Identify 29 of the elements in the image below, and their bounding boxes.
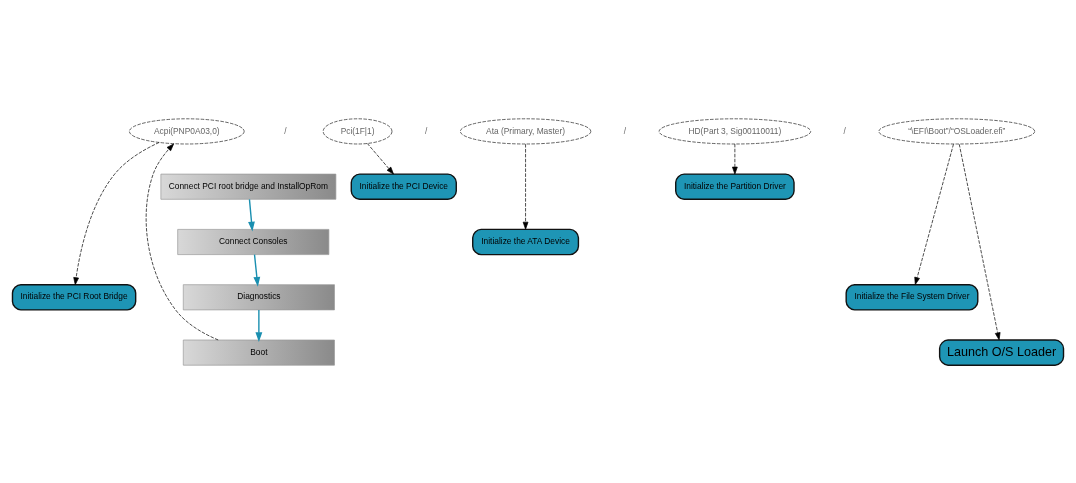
node-ellipse: Acpi(PNP0A03,0) <box>129 117 245 144</box>
node-box: Connect Consoles <box>177 228 330 255</box>
label: / <box>425 125 428 136</box>
arrow <box>73 141 160 285</box>
node-box: Initialize the ATA Device <box>472 228 580 255</box>
label: / <box>623 125 627 136</box>
node-box: Connect PCI root bridge and InstallOpRom <box>160 173 337 200</box>
arrow <box>522 143 529 229</box>
node-ellipse: Pci(1F|1) <box>322 117 393 144</box>
node-box: Boot <box>182 339 335 366</box>
node-ellipse: Ata (Primary, Master) <box>459 117 592 144</box>
arrow <box>253 253 261 287</box>
label: / <box>284 125 287 136</box>
label: / <box>843 125 846 136</box>
arrow <box>255 308 263 342</box>
arrow <box>248 198 255 231</box>
arrow <box>732 143 738 174</box>
arrow <box>914 143 954 285</box>
arrow <box>367 142 394 174</box>
node-ellipse: “\EFI\Boot”/“OSLoader.efi” <box>878 117 1036 144</box>
node-box: Diagnostics <box>182 283 335 310</box>
node-box: Initialize the Partition Driver <box>675 172 795 200</box>
node-ellipse: HD(Part 3, Sig00110011) <box>658 117 812 144</box>
arrow <box>145 143 219 340</box>
node-box: Initialize the File System Driver <box>845 283 979 311</box>
node-box: Initialize the PCI Root Bridge <box>11 283 137 311</box>
node-box: Initialize the PCI Device <box>350 172 457 200</box>
node-box: Launch O/S Loader <box>938 338 1065 366</box>
arrow <box>958 143 1001 340</box>
